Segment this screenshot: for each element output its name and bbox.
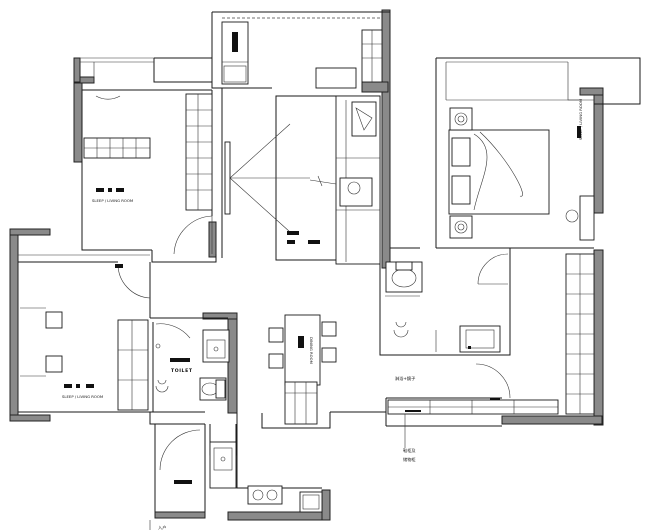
wall-segment xyxy=(593,249,604,426)
dining-furniture xyxy=(268,314,337,425)
kitchen-fixtures xyxy=(159,429,323,513)
shower-mark xyxy=(393,321,409,338)
wall-segment xyxy=(73,76,83,163)
wall-segment xyxy=(593,87,604,214)
bedroom-left-furniture xyxy=(20,188,151,411)
nightstand xyxy=(449,215,473,239)
room-label-master: SLEEP / LIVING ROOM xyxy=(578,99,583,140)
bedroom-top-left-furniture xyxy=(83,93,213,255)
labels: SLEEP / LIVING ROOM SLEEP / LIVING ROOM … xyxy=(62,99,583,530)
wall-segment xyxy=(381,9,391,269)
wall-segment xyxy=(202,312,238,320)
wall-segment xyxy=(154,511,206,519)
chair xyxy=(45,355,63,373)
wall-segment xyxy=(361,81,389,93)
wash-basin xyxy=(202,329,230,363)
wash-basin-right xyxy=(459,325,501,353)
wall-segment xyxy=(227,511,331,521)
walls xyxy=(9,9,604,521)
room-label-top-left: SLEEP / LIVING ROOM xyxy=(92,198,133,203)
dining-chair xyxy=(321,347,337,363)
shower-mark xyxy=(155,379,169,393)
fridge xyxy=(299,491,323,513)
top-storage xyxy=(221,21,383,89)
wall-segment xyxy=(9,414,51,422)
wall-segment xyxy=(208,221,217,258)
kitchen-counter xyxy=(209,441,237,489)
master-bedroom-furniture xyxy=(387,107,595,448)
bath-note: 淋浴+鏡子 xyxy=(395,375,415,382)
sofa-bed xyxy=(117,319,149,411)
glass-cabinet xyxy=(284,381,318,425)
wall-segment xyxy=(9,228,51,236)
door-swing xyxy=(173,215,213,255)
wall-segment xyxy=(73,57,81,83)
cabinet-mark xyxy=(232,32,238,52)
wall-segment xyxy=(579,87,604,96)
dining-chair xyxy=(268,353,284,369)
wardrobe xyxy=(185,93,213,211)
wall-segment xyxy=(501,415,603,425)
sofa-cushion xyxy=(351,101,377,137)
entry-note: 入户 xyxy=(158,524,166,530)
cabinet-note-1: 鞋柜及 xyxy=(403,447,416,454)
chair xyxy=(45,311,63,329)
storage-cabinet xyxy=(221,21,249,85)
armchair xyxy=(339,177,373,207)
bathroom-right xyxy=(385,253,511,399)
room-label-toilet: TOILET xyxy=(171,368,193,374)
room-label-dining: DINING ROOM xyxy=(309,337,314,364)
dining-table xyxy=(284,314,321,386)
wall-segment xyxy=(227,312,238,414)
living-room xyxy=(224,95,381,265)
interior-walls xyxy=(18,11,641,512)
dining-chair xyxy=(321,321,337,337)
nightstand xyxy=(449,107,473,131)
side-table xyxy=(315,67,357,89)
tv-unit xyxy=(224,141,231,215)
toilet-fixtures xyxy=(155,323,230,401)
door-swing xyxy=(117,263,151,299)
pillow xyxy=(451,137,471,167)
wall-segment xyxy=(9,228,19,422)
room-label-left: SLEEP / LIVING ROOM xyxy=(62,394,103,399)
dining-chair xyxy=(268,327,284,343)
cabinet-note-2: 储物柜 xyxy=(403,456,416,463)
desk xyxy=(579,195,595,241)
pillow xyxy=(451,175,471,205)
wall-segment xyxy=(321,489,331,521)
